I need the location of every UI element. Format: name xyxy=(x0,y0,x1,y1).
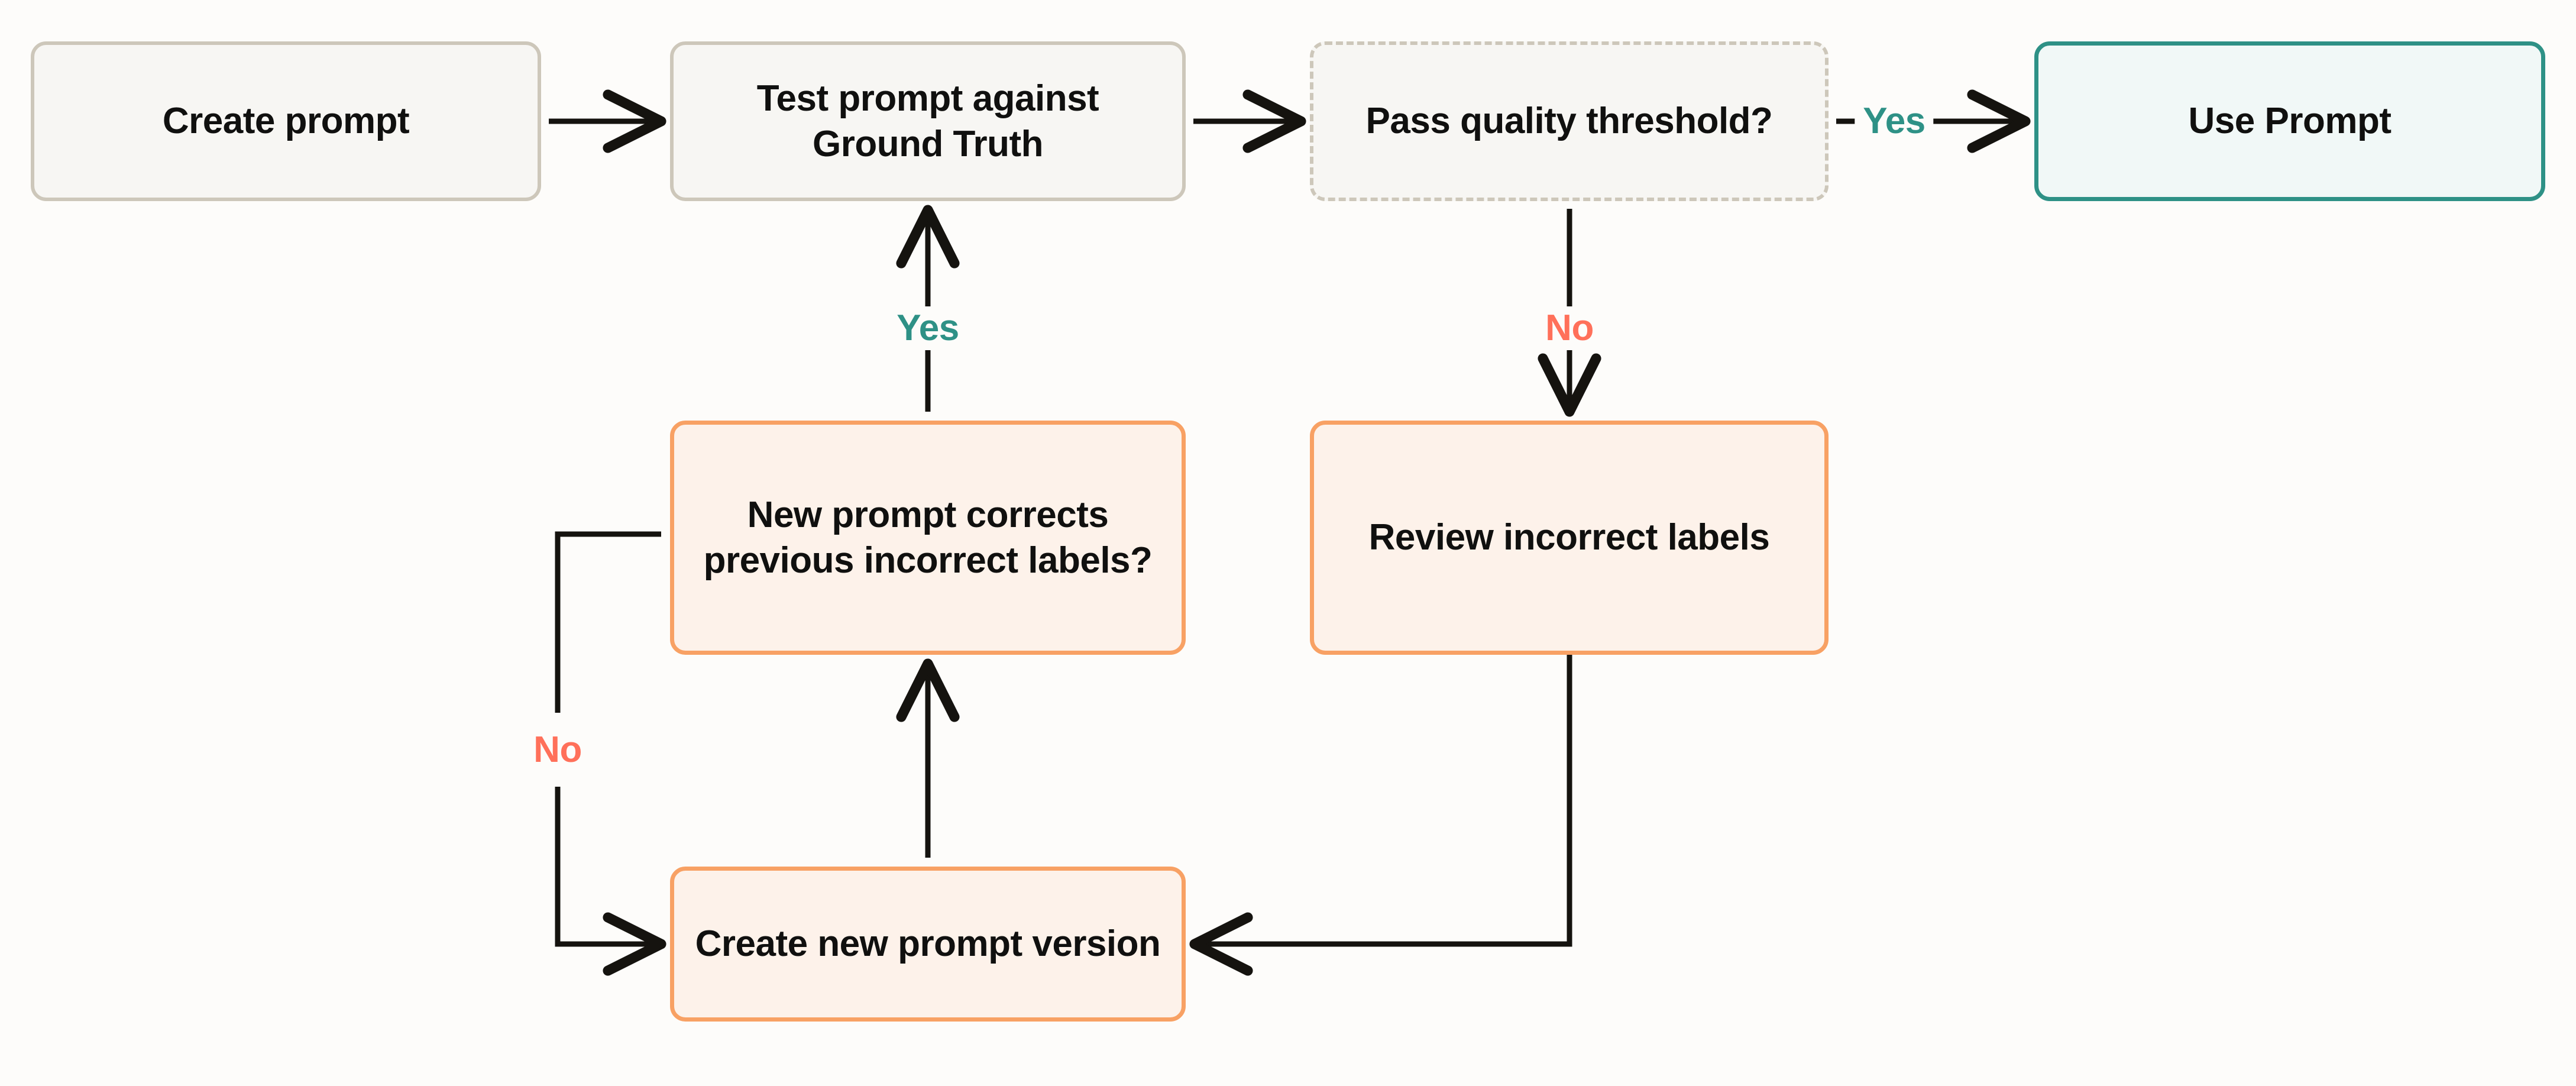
edge-newprompt-no-lower xyxy=(555,787,666,976)
edge-review-to-createnew xyxy=(1189,655,1572,976)
node-test-prompt[interactable]: Test prompt against Ground Truth xyxy=(670,41,1186,201)
edge-label-no-new-version: No xyxy=(525,732,590,768)
node-pass-quality-threshold[interactable]: Pass quality threshold? xyxy=(1310,41,1829,201)
node-label: Create new prompt version xyxy=(695,923,1161,965)
edge-label-no-review: No xyxy=(1537,310,1602,347)
node-new-prompt-corrects-labels[interactable]: New prompt corrects previous incorrect l… xyxy=(670,421,1186,655)
edge-label-yes-retest: Yes xyxy=(888,310,967,347)
node-use-prompt[interactable]: Use Prompt xyxy=(2034,41,2545,201)
node-review-incorrect-labels[interactable]: Review incorrect labels xyxy=(1310,421,1829,655)
node-label: Review incorrect labels xyxy=(1368,517,1770,558)
edge-newprompt-no-upper xyxy=(555,531,661,713)
node-label: New prompt corrects previous incorrect l… xyxy=(703,494,1153,581)
node-label: Create prompt xyxy=(162,101,410,142)
node-create-prompt[interactable]: Create prompt xyxy=(31,41,541,201)
node-label: Use Prompt xyxy=(2188,101,2391,142)
edge-label-yes-use-prompt: Yes xyxy=(1855,103,1934,140)
node-label: Test prompt against Ground Truth xyxy=(756,77,1099,165)
node-label: Pass quality threshold? xyxy=(1365,101,1773,142)
node-create-new-prompt-version[interactable]: Create new prompt version xyxy=(670,867,1186,1022)
